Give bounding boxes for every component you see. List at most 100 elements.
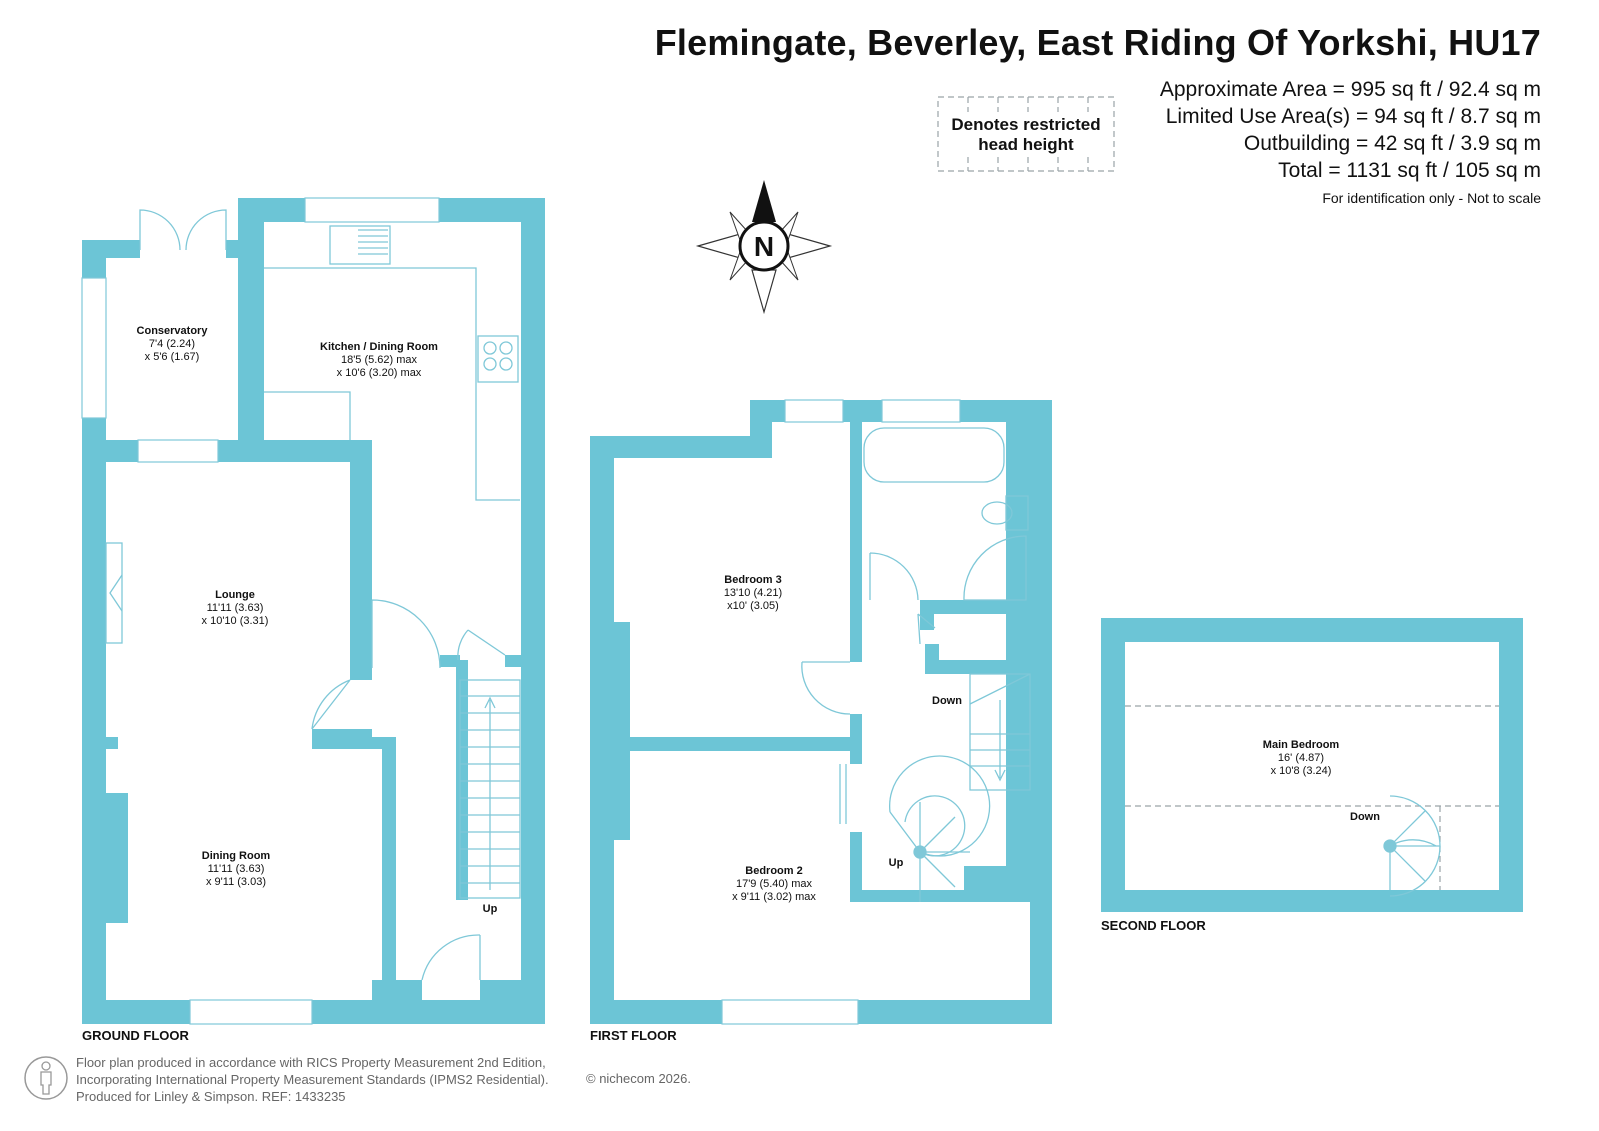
room-dim-kitchen-1: 18'5 (5.62) max [341, 354, 418, 366]
window [304, 197, 440, 223]
room-name-conservatory: Conservatory [137, 325, 209, 337]
room-dim-dining-1: 11'11 (3.63) [208, 863, 265, 875]
window [81, 277, 107, 419]
wall [862, 890, 972, 902]
window [881, 399, 961, 423]
wall [590, 436, 772, 458]
wall [925, 644, 939, 674]
shower-icon [963, 535, 1027, 601]
wall [226, 240, 240, 258]
wall [1101, 618, 1125, 912]
room-dim-main-bedroom-1: 16' (4.87) [1278, 752, 1324, 764]
legend-line2: head height [978, 135, 1074, 154]
room-name-lounge: Lounge [215, 589, 255, 601]
area-approximate: Approximate Area = 995 sq ft / 92.4 sq m [1159, 78, 1541, 101]
second-floor-plan [1101, 618, 1523, 912]
wall [82, 737, 118, 749]
wall [82, 240, 140, 258]
door-swing [139, 209, 181, 251]
door-swing [311, 679, 351, 730]
footer-line: Floor plan produced in accordance with R… [76, 1055, 546, 1070]
door-swing [917, 613, 936, 645]
fireplace [105, 542, 123, 644]
wall [480, 980, 545, 1024]
room-name-bedroom3: Bedroom 3 [724, 574, 781, 586]
room-dim-bedroom3-1: 13'10 (4.21) [724, 587, 782, 599]
wall [920, 600, 1030, 614]
wall [1499, 618, 1523, 912]
area-summary: Approximate Area = 995 sq ft / 92.4 sq m… [1160, 76, 1541, 206]
door-swing [371, 599, 441, 669]
room-name-kitchen: Kitchen / Dining Room [320, 341, 438, 353]
room-name-main-bedroom: Main Bedroom [1263, 739, 1340, 751]
wall [521, 198, 545, 1024]
spiral-staircase [888, 755, 991, 902]
door-swing [185, 209, 227, 251]
room-dim-bedroom3-2: x10' (3.05) [727, 600, 779, 612]
room-dim-kitchen-2: x 10'6 (3.20) max [337, 367, 422, 379]
footer-line: Produced for Linley & Simpson. REF: 1433… [76, 1089, 346, 1104]
wall [850, 714, 862, 764]
first-down-label: Down [932, 695, 962, 707]
room-dim-conservatory-1: 7'4 (2.24) [149, 338, 195, 350]
page-title: Flemingate, Beverley, East Riding Of Yor… [654, 22, 1541, 63]
wall [614, 622, 630, 840]
ground-stairs-label: Up [483, 903, 498, 915]
wall [614, 737, 854, 751]
wall [925, 660, 1030, 674]
area-limited-use: Limited Use Area(s) = 94 sq ft / 8.7 sq … [1165, 105, 1541, 128]
floor-label-second: SECOND FLOOR [1101, 918, 1206, 933]
wall [850, 832, 862, 902]
wall [350, 668, 372, 680]
window [189, 999, 313, 1025]
wall [1101, 618, 1523, 642]
wall [1101, 890, 1523, 912]
room-dim-bedroom2-2: x 9'11 (3.02) max [732, 891, 816, 903]
footer-line: Incorporating International Property Mea… [76, 1072, 549, 1087]
person-icon [24, 1056, 68, 1100]
room-dim-main-bedroom-2: x 10'8 (3.24) [1271, 765, 1332, 777]
wall [590, 436, 614, 1024]
legend-line1: Denotes restricted [951, 115, 1100, 134]
wall [82, 440, 106, 1024]
area-total: Total = 1131 sq ft / 105 sq m [1278, 159, 1541, 182]
wall [350, 440, 372, 668]
wall [505, 655, 521, 667]
door-swing [421, 934, 481, 981]
room-name-dining: Dining Room [202, 850, 271, 862]
room-dim-conservatory-2: x 5'6 (1.67) [145, 351, 200, 363]
wall [82, 1000, 545, 1024]
kitchen-worktop [264, 267, 520, 501]
wall [456, 660, 468, 900]
room-dim-bedroom2-1: 17'9 (5.40) max [736, 878, 813, 890]
toilet-icon [1005, 495, 1029, 531]
second-down-label: Down [1350, 811, 1380, 823]
floor-label-ground: GROUND FLOOR [82, 1028, 189, 1043]
staircase [459, 679, 521, 899]
wall [372, 980, 422, 1024]
wall [440, 655, 460, 667]
compass-icon: N [695, 180, 833, 315]
hob-icon [477, 335, 519, 383]
door-swing [457, 629, 506, 661]
wall [1030, 400, 1052, 1024]
door-swing [869, 552, 919, 601]
window [784, 399, 844, 423]
ground-floor-plan [81, 197, 545, 1025]
room-dim-lounge-1: 11'11 (3.63) [207, 602, 264, 614]
first-floor-plan [590, 399, 1052, 1025]
staircase [969, 673, 1031, 791]
wall [382, 737, 396, 1023]
room-dim-dining-2: x 9'11 (3.03) [206, 876, 266, 888]
wall [82, 440, 372, 462]
first-up-label: Up [889, 857, 904, 869]
restricted-height-legend: Denotes restricted head height [937, 96, 1115, 172]
door-swing [801, 661, 851, 715]
footer-notes: Floor plan produced in accordance with R… [76, 1054, 549, 1105]
wall [850, 400, 862, 662]
wall [338, 737, 388, 749]
window [721, 999, 859, 1025]
window [137, 439, 219, 463]
wall [1006, 422, 1030, 896]
